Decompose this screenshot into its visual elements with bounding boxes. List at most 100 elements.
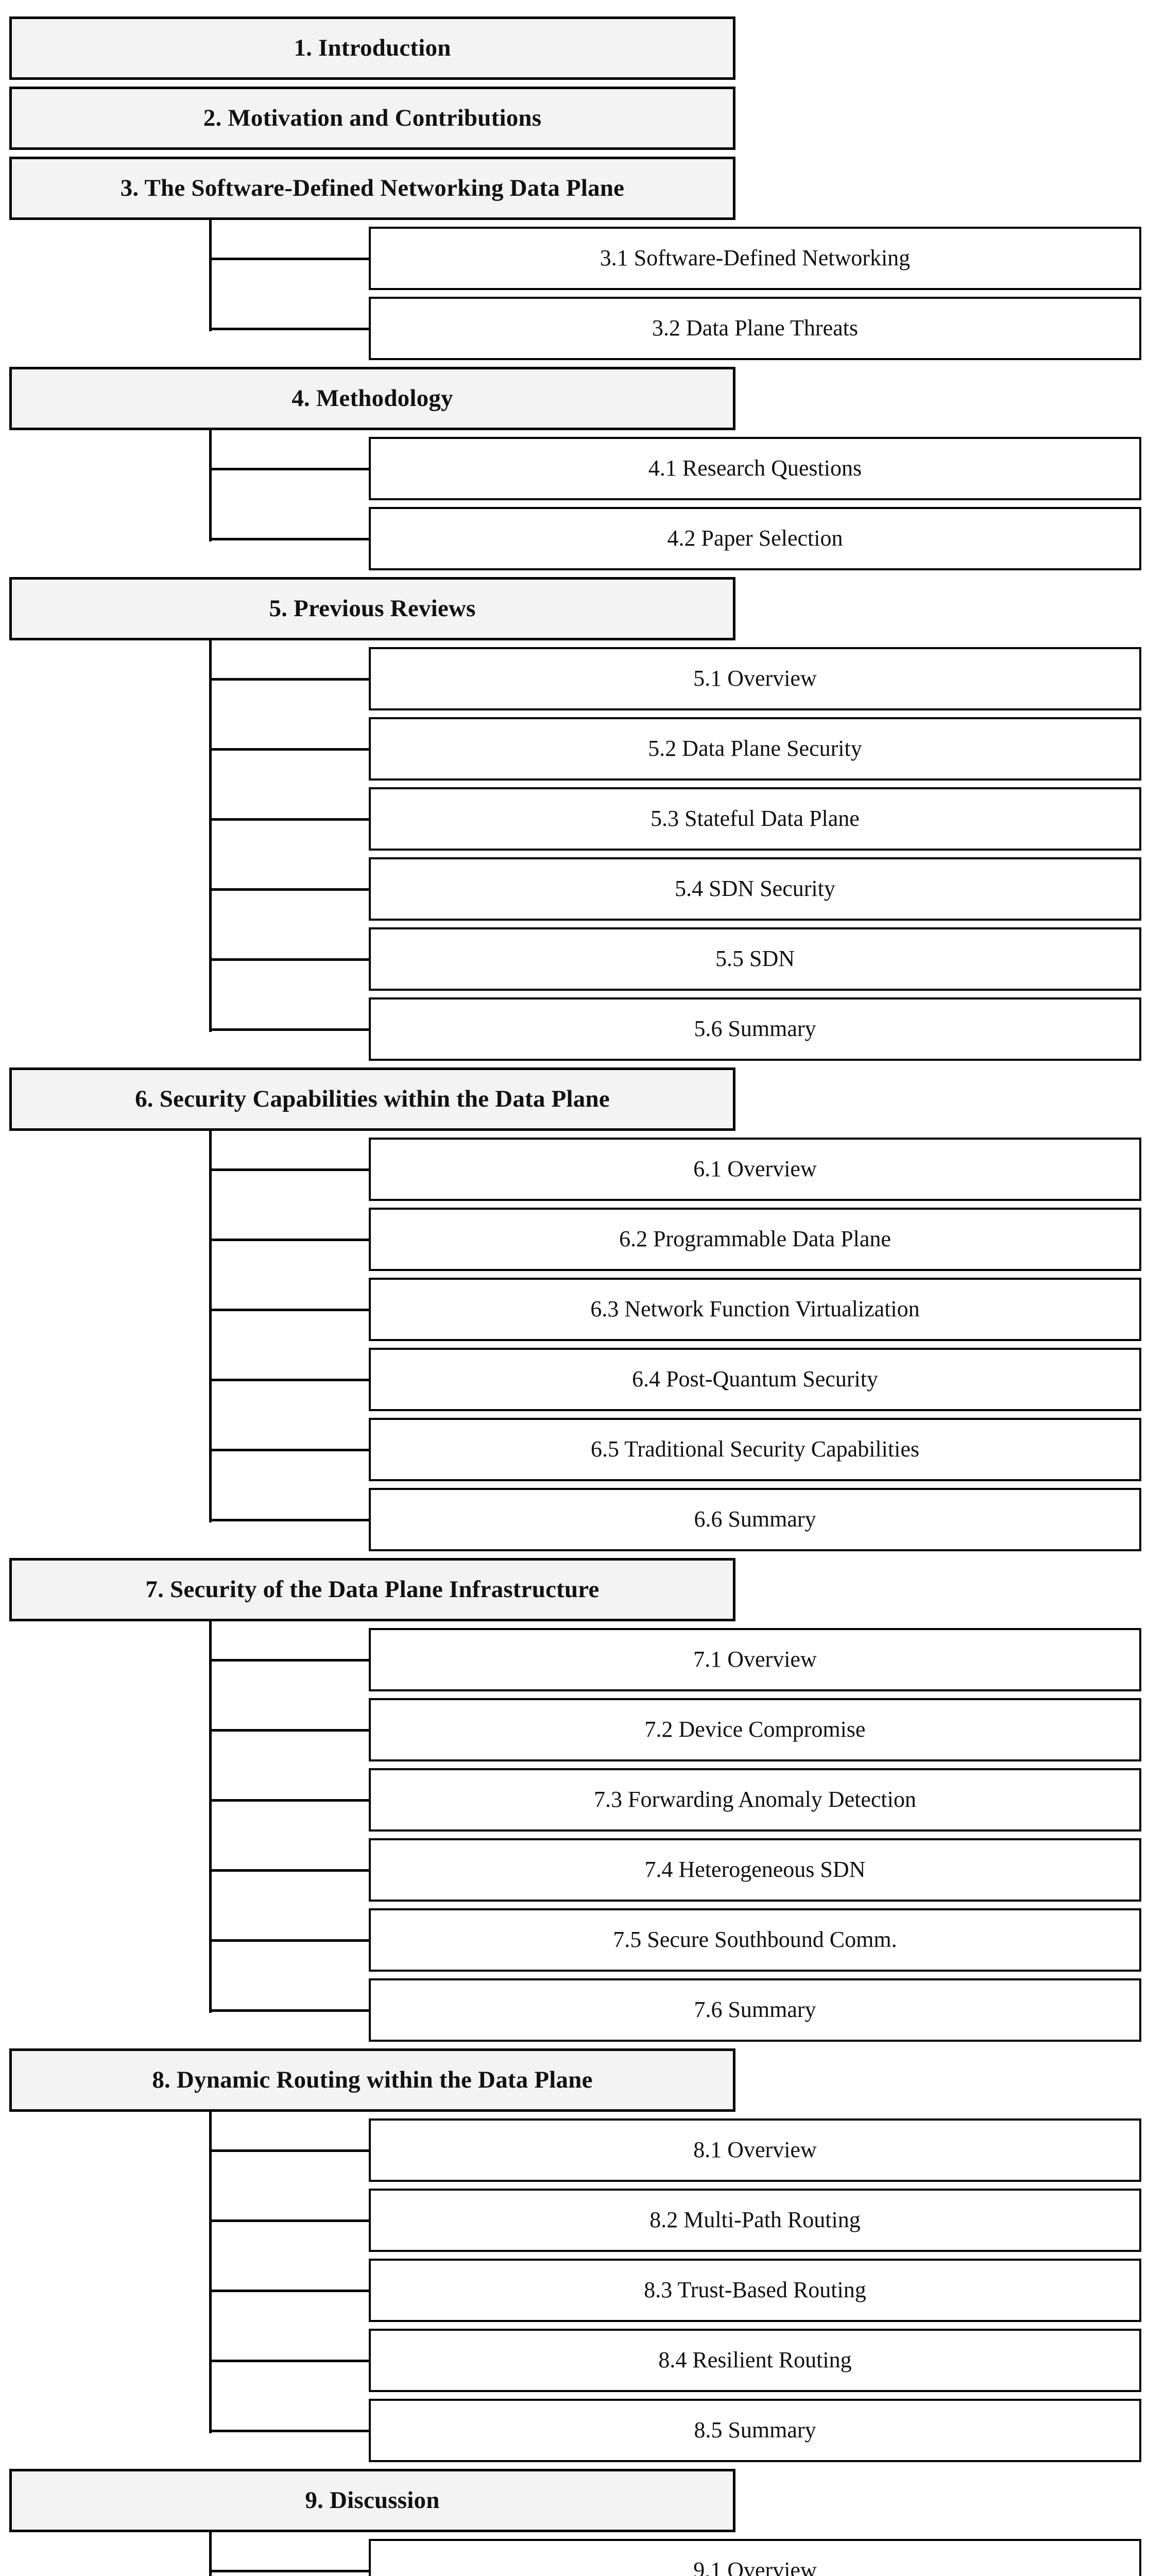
- connector-branch: [209, 1168, 370, 1171]
- subsection-label: 7.4 Heterogeneous SDN: [644, 1857, 866, 1883]
- subsection-box-4-1-research-questions: 4.1 Research Questions: [369, 437, 1141, 500]
- connector-branch: [209, 257, 370, 260]
- section-box-7-security-of-the-data-plane-infrastructure: 7. Security of the Data Plane Infrastruc…: [9, 1558, 735, 1621]
- subsection-label: 6.6 Summary: [694, 1506, 816, 1532]
- connector-branch: [209, 1869, 370, 1872]
- subsection-box-5-4-sdn-security: 5.4 SDN Security: [369, 857, 1141, 921]
- subsection-box-6-1-overview: 6.1 Overview: [369, 1138, 1141, 1201]
- subsection-box-5-2-data-plane-security: 5.2 Data Plane Security: [369, 717, 1141, 781]
- section-box-8-dynamic-routing-within-the-data-plane: 8. Dynamic Routing within the Data Plane: [9, 2048, 735, 2112]
- connector-branch: [209, 1939, 370, 1942]
- connector-branch: [209, 1378, 370, 1381]
- subsection-label: 8.4 Resilient Routing: [658, 2347, 852, 2373]
- section-label: 6. Security Capabilities within the Data…: [135, 1085, 610, 1112]
- connector-trunk: [209, 220, 212, 331]
- subsection-box-6-5-traditional-security-capabilities: 6.5 Traditional Security Capabilities: [369, 1418, 1141, 1481]
- subsection-box-7-2-device-compromise: 7.2 Device Compromise: [369, 1698, 1141, 1761]
- subsection-box-5-1-overview: 5.1 Overview: [369, 647, 1141, 710]
- subsection-label: 6.4 Post-Quantum Security: [632, 1366, 878, 1392]
- connector-branch: [209, 2009, 370, 2012]
- connector-branch: [209, 1028, 370, 1031]
- subsection-label: 7.3 Forwarding Anomaly Detection: [594, 1787, 916, 1812]
- section-label: 2. Motivation and Contributions: [203, 104, 542, 131]
- connector-branch: [209, 1308, 370, 1311]
- subsection-box-7-3-forwarding-anomaly-detection: 7.3 Forwarding Anomaly Detection: [369, 1768, 1141, 1832]
- subsection-label: 7.2 Device Compromise: [644, 1717, 866, 1742]
- subsection-label: 8.1 Overview: [693, 2137, 817, 2163]
- connector-branch: [209, 2569, 370, 2572]
- subsection-box-6-4-post-quantum-security: 6.4 Post-Quantum Security: [369, 1348, 1141, 1411]
- subsection-label: 7.5 Secure Southbound Comm.: [613, 1927, 897, 1953]
- connector-trunk: [209, 2532, 212, 2576]
- subsection-label: 6.2 Programmable Data Plane: [619, 1226, 891, 1252]
- subsection-label: 6.5 Traditional Security Capabilities: [591, 1436, 919, 1462]
- section-box-5-previous-reviews: 5. Previous Reviews: [9, 577, 735, 640]
- connector-branch: [209, 818, 370, 821]
- section-label: 8. Dynamic Routing within the Data Plane: [152, 2066, 593, 2093]
- connector-branch: [209, 537, 370, 540]
- connector-branch: [209, 748, 370, 751]
- connector-trunk: [209, 640, 212, 1032]
- subsection-label: 3.2 Data Plane Threats: [652, 315, 858, 341]
- subsection-label: 5.3 Stateful Data Plane: [650, 806, 860, 832]
- subsection-label: 7.6 Summary: [694, 1997, 816, 2023]
- subsection-box-8-2-multi-path-routing: 8.2 Multi-Path Routing: [369, 2189, 1141, 2252]
- subsection-box-6-6-summary: 6.6 Summary: [369, 1488, 1141, 1551]
- connector-branch: [209, 1448, 370, 1451]
- subsection-label: 4.1 Research Questions: [648, 455, 862, 481]
- connector-branch: [209, 327, 370, 330]
- subsection-box-3-1-software-defined-networking: 3.1 Software-Defined Networking: [369, 227, 1141, 290]
- subsection-label: 5.5 SDN: [715, 946, 795, 972]
- section-label: 4. Methodology: [292, 384, 453, 412]
- section-label: 5. Previous Reviews: [269, 595, 476, 622]
- subsection-label: 4.2 Paper Selection: [667, 526, 843, 551]
- section-box-1-introduction: 1. Introduction: [9, 16, 735, 80]
- connector-branch: [209, 2219, 370, 2222]
- connector-branch: [209, 467, 370, 470]
- subsection-box-9-1-overview: 9.1 Overview: [369, 2539, 1141, 2576]
- subsection-label: 5.1 Overview: [693, 666, 817, 691]
- section-box-2-motivation-and-contributions: 2. Motivation and Contributions: [9, 87, 735, 150]
- section-label: 7. Security of the Data Plane Infrastruc…: [145, 1575, 599, 1603]
- connector-trunk: [209, 1131, 212, 1522]
- subsection-box-8-5-summary: 8.5 Summary: [369, 2399, 1141, 2462]
- subsection-box-5-5-sdn: 5.5 SDN: [369, 927, 1141, 991]
- subsection-box-5-3-stateful-data-plane: 5.3 Stateful Data Plane: [369, 787, 1141, 851]
- subsection-box-8-1-overview: 8.1 Overview: [369, 2119, 1141, 2182]
- connector-branch: [209, 2149, 370, 2152]
- section-label: 1. Introduction: [294, 34, 451, 61]
- subsection-box-4-2-paper-selection: 4.2 Paper Selection: [369, 507, 1141, 570]
- subsection-box-3-2-data-plane-threats: 3.2 Data Plane Threats: [369, 297, 1141, 360]
- subsection-label: 8.2 Multi-Path Routing: [649, 2207, 861, 2233]
- subsection-label: 6.3 Network Function Virtualization: [590, 1296, 920, 1322]
- subsection-box-5-6-summary: 5.6 Summary: [369, 997, 1141, 1061]
- connector-branch: [209, 2359, 370, 2362]
- connector-branch: [209, 2429, 370, 2432]
- subsection-label: 7.1 Overview: [693, 1647, 817, 1672]
- subsection-box-6-2-programmable-data-plane: 6.2 Programmable Data Plane: [369, 1208, 1141, 1271]
- section-box-4-methodology: 4. Methodology: [9, 367, 735, 430]
- connector-branch: [209, 677, 370, 681]
- connector-branch: [209, 958, 370, 961]
- connector-branch: [209, 1518, 370, 1521]
- subsection-label: 8.5 Summary: [694, 2417, 816, 2443]
- connector-trunk: [209, 2112, 212, 2433]
- subsection-box-8-3-trust-based-routing: 8.3 Trust-Based Routing: [369, 2259, 1141, 2322]
- subsection-label: 5.6 Summary: [694, 1016, 816, 1042]
- section-label: 3. The Software-Defined Networking Data …: [120, 174, 625, 201]
- connector-branch: [209, 2289, 370, 2292]
- connector-branch: [209, 1658, 370, 1662]
- subsection-box-7-5-secure-southbound-comm: 7.5 Secure Southbound Comm.: [369, 1908, 1141, 1972]
- section-box-6-security-capabilities-within-the-data-plane: 6. Security Capabilities within the Data…: [9, 1067, 735, 1131]
- subsection-box-7-6-summary: 7.6 Summary: [369, 1978, 1141, 2042]
- connector-trunk: [209, 430, 212, 541]
- connector-branch: [209, 1799, 370, 1802]
- subsection-label: 9.1 Overview: [693, 2557, 817, 2576]
- subsection-box-7-4-heterogeneous-sdn: 7.4 Heterogeneous SDN: [369, 1838, 1141, 1902]
- subsection-label: 5.4 SDN Security: [675, 876, 835, 902]
- section-box-9-discussion: 9. Discussion: [9, 2469, 735, 2532]
- connector-branch: [209, 1728, 370, 1732]
- subsection-box-6-3-network-function-virtualization: 6.3 Network Function Virtualization: [369, 1278, 1141, 1341]
- subsection-label: 8.3 Trust-Based Routing: [644, 2277, 866, 2303]
